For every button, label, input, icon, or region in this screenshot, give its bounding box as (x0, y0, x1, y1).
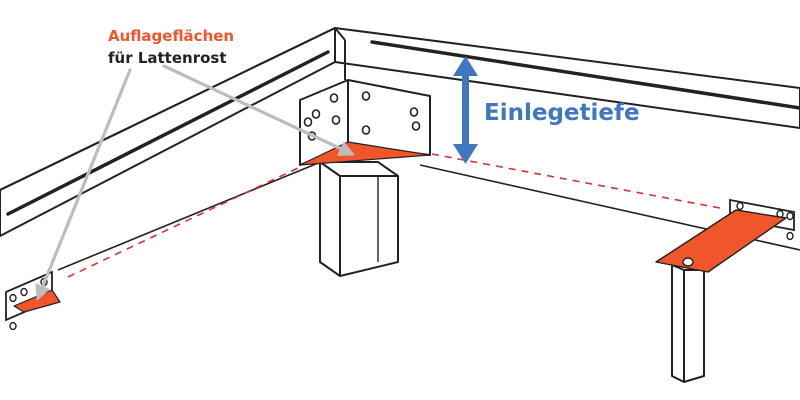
slatted-frame-label: für Lattenrost (108, 49, 227, 67)
bracket-hole (786, 231, 794, 241)
bracket-hole (409, 107, 419, 117)
bracket-hole (9, 293, 17, 303)
depth-arrow (453, 56, 478, 164)
bracket-hole (20, 287, 28, 297)
support-surface-middle (655, 209, 787, 273)
support-surfaces-label: Auflageflächen (108, 27, 235, 45)
bracket-hole (361, 91, 371, 101)
bracket-hole (411, 121, 421, 131)
middle-bracket (655, 198, 795, 273)
bracket-hole (303, 117, 313, 127)
insertion-depth-label: Einlegetiefe (484, 100, 640, 126)
bracket-hole (682, 257, 694, 267)
bracket-hole (9, 321, 17, 331)
pointer-arrows (35, 64, 355, 301)
support-surface-corner (299, 141, 431, 166)
middle-leg (671, 264, 705, 383)
bracket-hole (311, 109, 321, 119)
slat-level-dashed-line (67, 153, 721, 278)
left-bracket (5, 270, 61, 331)
corner-post (319, 161, 399, 277)
bracket-hole (786, 211, 794, 221)
bracket-hole (329, 93, 339, 103)
bracket-hole (331, 115, 341, 125)
bracket-hole (361, 125, 371, 135)
bracket-hole (736, 201, 744, 211)
back-side-rail (334, 27, 800, 129)
